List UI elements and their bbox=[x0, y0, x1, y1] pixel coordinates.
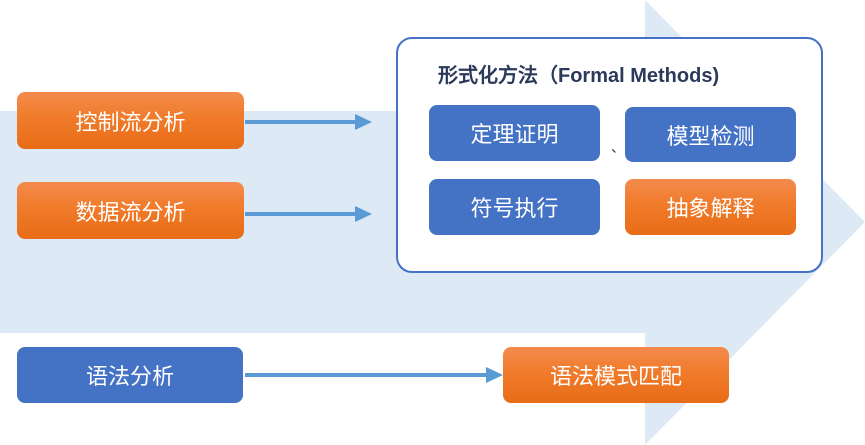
syntax-analysis-node: 语法分析 bbox=[17, 347, 243, 403]
formal-methods-panel: 形式化方法（Formal Methods) 、 定理证明 模型检测 符号执行 抽… bbox=[396, 37, 823, 273]
formal-methods-title: 形式化方法（Formal Methods) bbox=[438, 65, 720, 87]
symbolic-execution-node: 符号执行 bbox=[429, 179, 600, 235]
separator-mark: 、 bbox=[611, 139, 625, 155]
data-flow-analysis-node: 数据流分析 bbox=[17, 182, 244, 239]
abstract-interpretation-node: 抽象解释 bbox=[625, 179, 796, 235]
syntax-pattern-matching-node: 语法模式匹配 bbox=[503, 347, 729, 403]
control-flow-analysis-node: 控制流分析 bbox=[17, 92, 244, 149]
connector-arrows bbox=[245, 114, 503, 383]
theorem-proving-node: 定理证明 bbox=[429, 105, 600, 161]
model-checking-node: 模型检测 bbox=[625, 107, 796, 162]
